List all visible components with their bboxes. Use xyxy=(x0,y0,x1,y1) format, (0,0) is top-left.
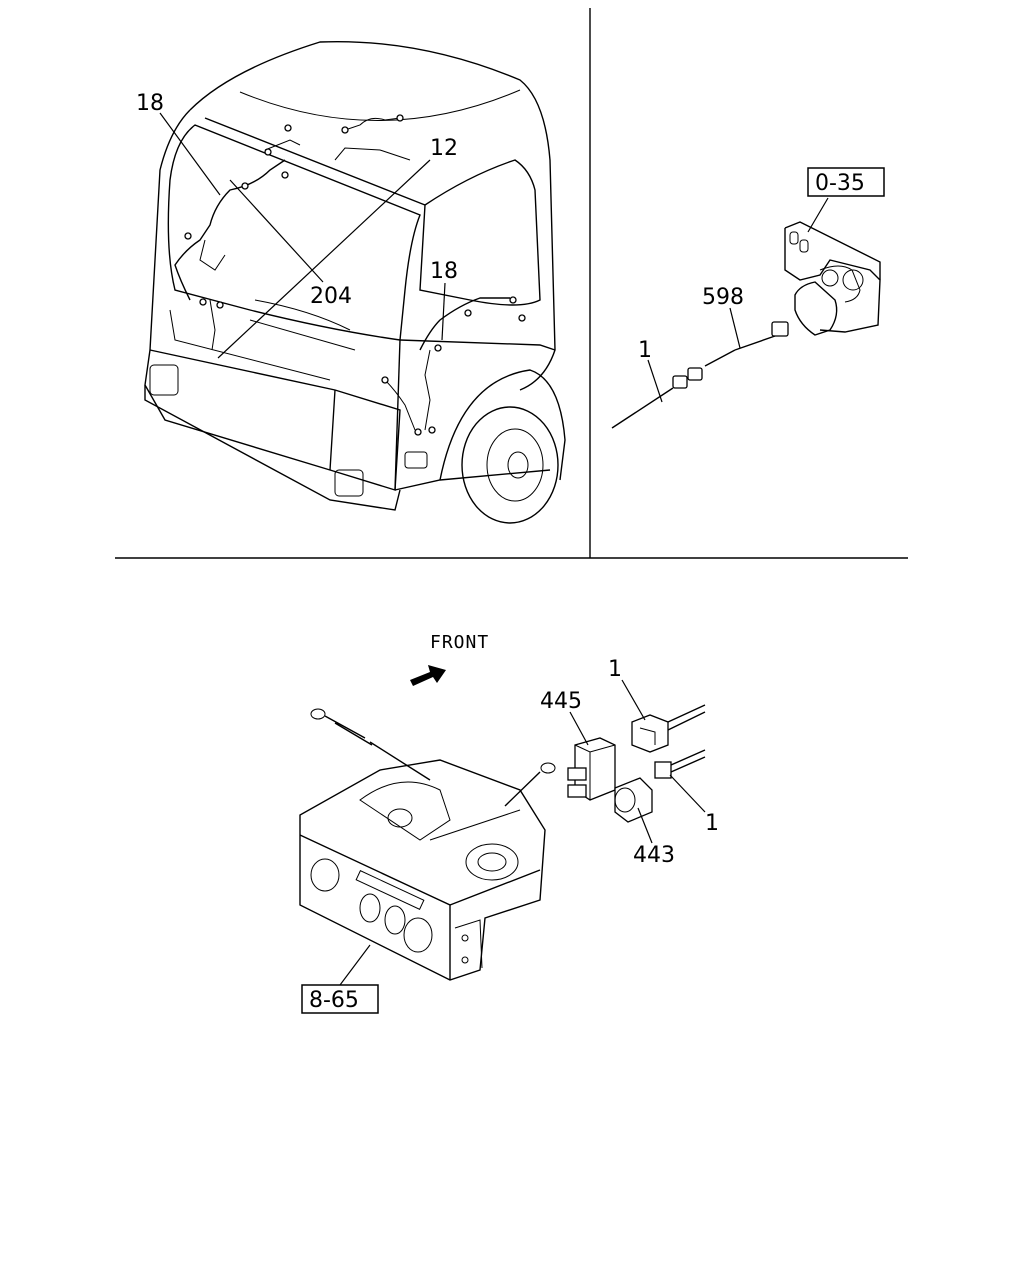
leader-0-35 xyxy=(807,197,829,233)
callout-18-left: 18 xyxy=(136,91,164,116)
callout-1-top: 1 xyxy=(638,338,652,363)
callout-1-relay-a: 1 xyxy=(608,657,622,682)
leader-1-top xyxy=(647,359,663,403)
callout-1-relay-b: 1 xyxy=(705,811,719,836)
connector-1-b-illustration xyxy=(654,749,706,779)
callout-443: 443 xyxy=(633,843,675,868)
heater-control-unit-illustration xyxy=(299,708,556,981)
leader-443 xyxy=(637,807,653,844)
leader-18-left xyxy=(159,112,221,196)
relay-445-illustration xyxy=(567,737,616,801)
ref-box-0-35[interactable] xyxy=(807,167,885,197)
front-label: FRONT xyxy=(430,632,489,653)
callout-598: 598 xyxy=(702,285,744,310)
bracket-assembly-illustration xyxy=(611,221,881,429)
leader-8-65 xyxy=(339,944,371,986)
callout-445: 445 xyxy=(540,689,582,714)
relay-443-illustration xyxy=(614,777,653,823)
leader-445 xyxy=(569,711,589,746)
callout-12: 12 xyxy=(430,136,458,161)
truck-cab-illustration xyxy=(144,40,566,524)
leader-12 xyxy=(217,159,431,359)
leader-598 xyxy=(729,307,741,349)
callout-204: 204 xyxy=(310,284,352,309)
leader-1-b xyxy=(669,774,706,813)
connector-1-a-illustration xyxy=(631,704,706,753)
ref-box-8-65[interactable] xyxy=(301,984,379,1014)
callout-8-65[interactable]: 8-65 xyxy=(309,988,359,1013)
callout-18-right: 18 xyxy=(430,259,458,284)
leader-204 xyxy=(229,179,324,283)
front-arrow-icon xyxy=(410,665,446,686)
leader-1-a xyxy=(621,679,646,721)
leader-18-right xyxy=(441,282,446,341)
callout-0-35[interactable]: 0-35 xyxy=(815,171,865,196)
